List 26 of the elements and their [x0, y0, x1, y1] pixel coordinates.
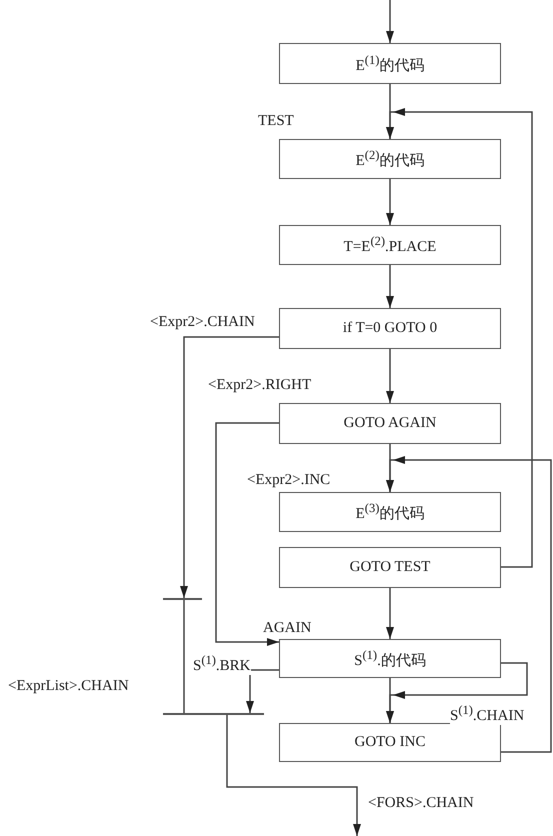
label-text: <Expr2>.INC	[247, 471, 330, 489]
process-box: GOTO AGAIN	[279, 403, 501, 444]
arrow	[386, 349, 394, 403]
process-box: E$^{(3)}$的代码	[279, 492, 501, 532]
process-box: GOTO INC	[279, 723, 501, 762]
process-box: if T=0 GOTO 0	[279, 308, 501, 349]
arrow	[386, 662, 528, 723]
process-box: T=E$^{(2)}$.PLACE	[279, 225, 501, 265]
arrow	[226, 715, 361, 836]
process-box: E$^{(2)}$的代码	[279, 139, 501, 179]
arrow	[215, 422, 279, 646]
connector-line	[183, 600, 185, 713]
arrow	[180, 336, 279, 598]
arrow	[386, 179, 394, 225]
arrow	[386, 0, 394, 43]
arrow	[386, 456, 552, 753]
arrow	[386, 108, 533, 568]
edge-label: <ExprList>.CHAIN	[8, 677, 129, 695]
label-text: <Expr2>.RIGHT	[208, 376, 312, 394]
process-box: E$^{(1)}$的代码	[279, 43, 501, 84]
arrow	[246, 669, 279, 713]
process-box: GOTO TEST	[279, 547, 501, 588]
arrow	[386, 265, 394, 308]
edge-label: <Expr2>.CHAIN	[150, 313, 255, 331]
arrow	[386, 588, 394, 639]
process-box: S$^{(1)}$.的代码	[279, 639, 501, 678]
